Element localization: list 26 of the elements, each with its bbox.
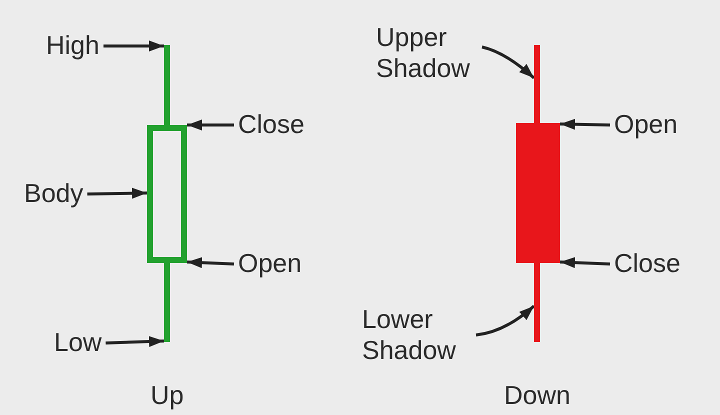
candle-body — [516, 123, 560, 263]
leader-arrow — [482, 46, 535, 80]
wick — [164, 261, 170, 342]
price-label: High — [46, 30, 100, 60]
price-label: Close — [614, 248, 680, 278]
candle-caption: Up — [150, 380, 184, 410]
price-label: Low — [54, 327, 102, 357]
leader-arrow — [560, 118, 610, 130]
candle-body — [147, 125, 187, 263]
wick — [534, 45, 540, 125]
leader-arrow — [187, 120, 234, 130]
leader-arrow — [476, 304, 535, 336]
leader-arrow — [87, 188, 148, 199]
candle-caption: Down — [504, 380, 570, 410]
price-label: Open — [238, 248, 302, 278]
price-label: Body — [24, 178, 84, 208]
price-label: Open — [614, 109, 678, 139]
price-label: Upper Shadow — [376, 22, 478, 84]
leader-arrow — [106, 336, 164, 347]
wick — [534, 261, 540, 342]
leader-arrow — [560, 257, 610, 268]
wick — [164, 45, 170, 127]
price-label: Lower Shadow — [362, 304, 472, 366]
leader-arrow — [103, 40, 164, 52]
price-label: Close — [238, 109, 304, 139]
leader-arrow — [186, 257, 234, 268]
